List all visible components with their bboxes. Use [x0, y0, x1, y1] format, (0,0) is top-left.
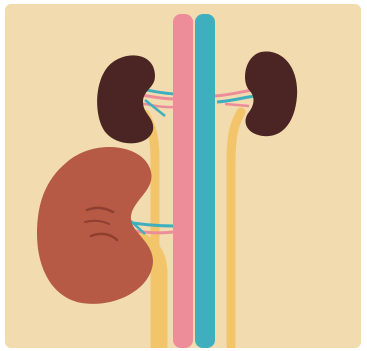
aorta [173, 14, 193, 348]
kidney-illustration [5, 4, 361, 348]
vena-cava [195, 14, 215, 348]
